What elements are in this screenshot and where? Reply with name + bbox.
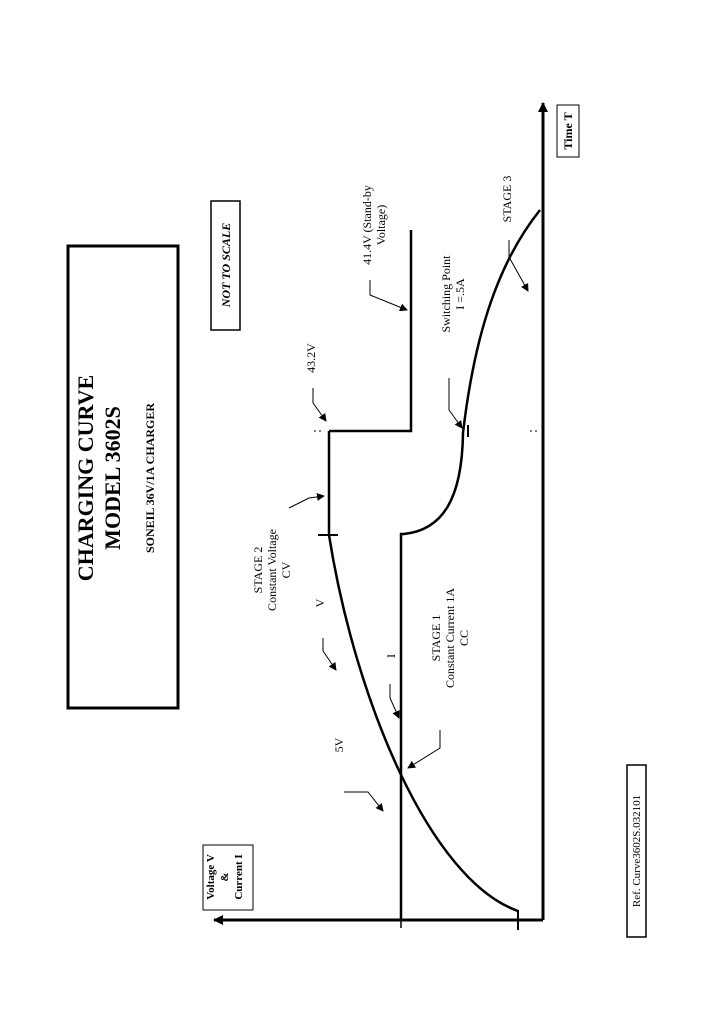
switching-line-1: Switching Point [439, 255, 453, 333]
stage2-leader [288, 492, 325, 509]
x-axis-label: Time T [561, 112, 575, 149]
label-41-4v-leader [369, 280, 408, 312]
stage3-leader [508, 240, 529, 292]
y-axis-label-line-2: & [219, 872, 231, 881]
not-to-scale-label: NOT TO SCALE [219, 223, 233, 308]
label-i: I [384, 654, 398, 658]
label-41-4v-line-2: Voltage) [374, 205, 388, 245]
y-axis-label-line-1: Voltage V [205, 854, 217, 900]
stage3-label: STAGE 3 [500, 176, 514, 223]
not-to-scale-box [210, 200, 241, 331]
label-43-2v-leader [312, 388, 327, 422]
label-5v-leader [344, 791, 384, 812]
title-subtitle: SONEIL 36V/1A CHARGER [143, 403, 157, 553]
ref-box [626, 764, 647, 938]
title-line-1: CHARGING CURVE [73, 375, 98, 581]
label-5v: 5V [332, 737, 346, 752]
title-line-2: MODEL 3602S [100, 406, 125, 550]
switching-line-2: I =.5A [453, 278, 467, 310]
x-axis-label-box [556, 104, 580, 158]
stage2-line-2: Constant Voltage [265, 529, 279, 611]
voltage-curve [327, 431, 519, 913]
label-i-leader [389, 684, 400, 719]
label-v-leader [322, 638, 337, 671]
stage2-line-3: CV [279, 561, 293, 578]
stage2-line-1: STAGE 2 [251, 547, 265, 594]
stage1-leader [407, 730, 441, 769]
stage1-line-3: CC [457, 630, 471, 646]
voltage-standby-line [329, 230, 413, 433]
label-v: V [313, 598, 327, 607]
switching-leader [448, 378, 463, 429]
label-43-2v: 43.2V [304, 343, 318, 373]
stage1-line-2: Constant Current 1A [443, 588, 457, 688]
stage1-line-1: STAGE 1 [429, 615, 443, 662]
title-box [66, 244, 180, 710]
y-axis-label-box [202, 844, 254, 911]
ref-label: Ref. Curve3602S.032101 [631, 795, 643, 907]
y-axis-label-line-3: Current I [233, 854, 245, 899]
current-curve [399, 209, 541, 920]
label-41-4v-line-1: 41.4V (Stand-by [360, 185, 374, 265]
